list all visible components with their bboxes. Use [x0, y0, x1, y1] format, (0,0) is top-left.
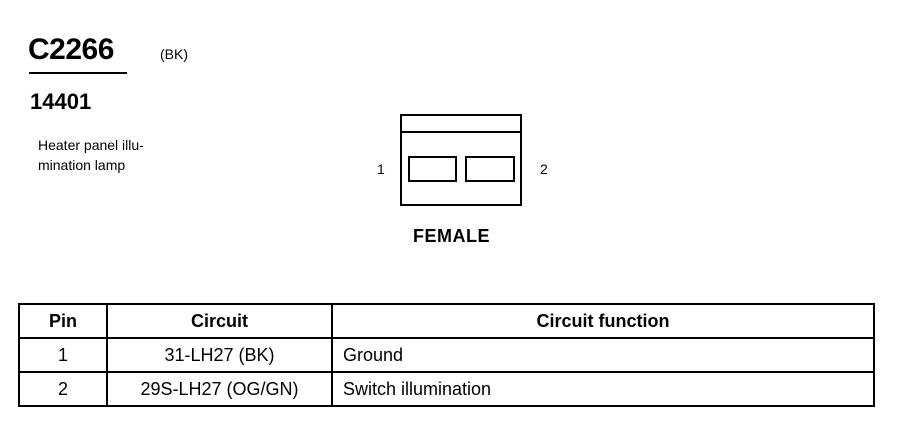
- connector-id: C2266: [28, 33, 114, 66]
- cell-circuit: 29S-LH27 (OG/GN): [106, 371, 333, 407]
- pin-label-2: 2: [540, 161, 548, 177]
- pinout-table: Pin Circuit Circuit function 1 31-LH27 (…: [18, 303, 875, 407]
- connector-face-diagram: [400, 114, 522, 206]
- description-line: Heater panel illu-: [38, 137, 144, 153]
- cell-pin: 1: [18, 337, 108, 373]
- part-number: 14401: [30, 89, 92, 114]
- connector-housing: [400, 114, 522, 206]
- header-circuit-function: Circuit function: [331, 303, 875, 339]
- connector-description: Heater panel illu- mination lamp: [38, 135, 144, 175]
- description-line: mination lamp: [38, 157, 126, 173]
- header-pin: Pin: [18, 303, 108, 339]
- cell-pin: 2: [18, 371, 108, 407]
- cell-circuit: 31-LH27 (BK): [106, 337, 333, 373]
- header-circuit: Circuit: [106, 303, 333, 339]
- connector-color: (BK): [160, 46, 188, 62]
- pin-label-1: 1: [377, 161, 385, 177]
- connector-id-underline: [29, 72, 127, 74]
- cell-function: Ground: [331, 337, 875, 373]
- table-row: 2 29S-LH27 (OG/GN) Switch illumination: [18, 371, 875, 407]
- connector-gender: FEMALE: [413, 226, 490, 246]
- cell-function: Switch illumination: [331, 371, 875, 407]
- pin-cavity-2: [465, 156, 515, 182]
- table-header-row: Pin Circuit Circuit function: [18, 303, 875, 339]
- pin-cavity-1: [408, 156, 457, 182]
- table-row: 1 31-LH27 (BK) Ground: [18, 337, 875, 373]
